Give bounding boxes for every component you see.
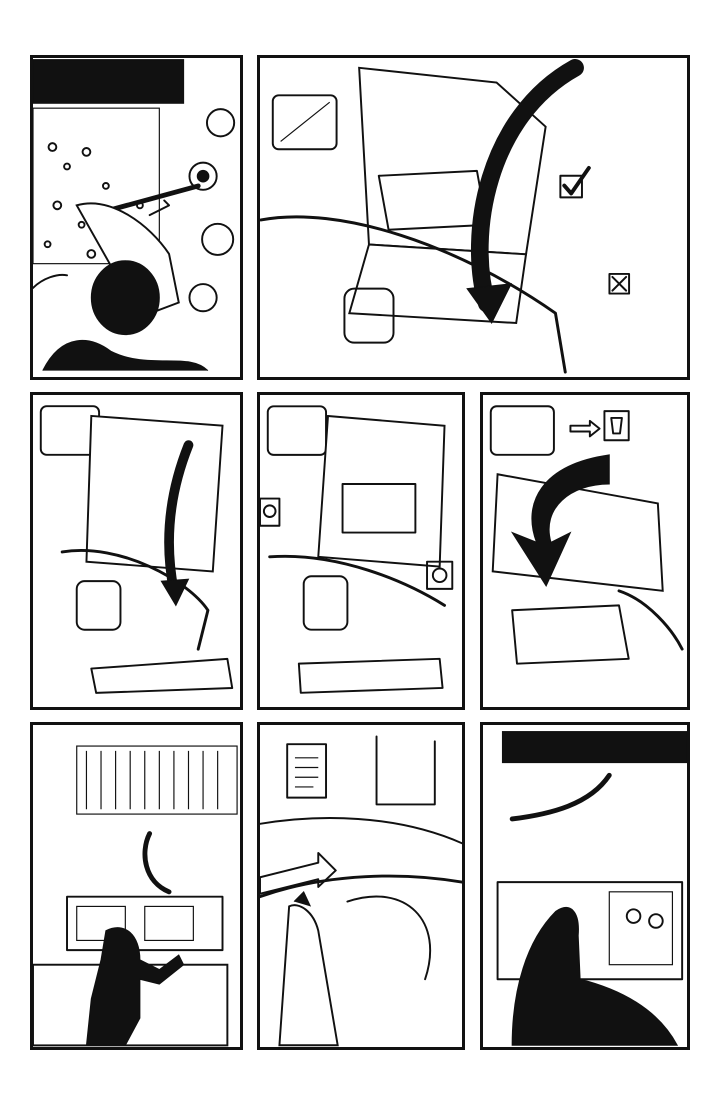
machine-top <box>491 473 664 592</box>
panel-1 <box>30 55 243 380</box>
conveyor-belt <box>260 874 462 899</box>
machine-hood <box>358 66 547 256</box>
panel-6 <box>30 722 243 1050</box>
checkbox-checked-icon <box>559 174 583 199</box>
panel-2-drawing <box>260 58 631 374</box>
checkbox-crossed-icon <box>608 272 631 295</box>
tape-reel-sign-icon <box>260 497 281 527</box>
panel-4-drawing <box>260 405 454 694</box>
panel-5 <box>480 392 690 710</box>
clipboard-icon <box>286 743 328 799</box>
machine-base <box>348 243 528 325</box>
roller <box>343 287 395 344</box>
left-arrow-icon <box>33 273 68 289</box>
round-dial <box>205 108 236 138</box>
panel-3 <box>30 392 243 710</box>
operator-silhouette-icon <box>85 927 185 1046</box>
panel-8 <box>480 722 690 1050</box>
machine-frame <box>341 483 417 534</box>
conveyor-belt <box>60 549 210 651</box>
operator-head-icon <box>90 260 160 336</box>
ceiling-vent <box>501 731 687 764</box>
belt-curve <box>346 895 431 981</box>
panel-5-drawing <box>489 405 684 665</box>
big-curved-arrow-icon <box>470 58 584 313</box>
monitor-inset-icon <box>266 405 328 456</box>
curved-arrow-icon <box>164 440 194 596</box>
panel-1-drawing <box>33 59 236 371</box>
bent-arrow-icon <box>510 454 610 587</box>
operator-shoulders <box>42 339 209 371</box>
pipe <box>509 772 612 822</box>
panel-3-drawing <box>39 405 234 694</box>
roller <box>75 580 122 631</box>
monitors-icon <box>66 895 224 952</box>
right-arrow-icon <box>569 419 601 438</box>
monitor-inset-icon <box>489 405 555 456</box>
panel-7-drawing <box>260 735 462 1047</box>
vent-hatching <box>85 750 219 810</box>
conveyor-belt <box>268 554 446 607</box>
panel-8-drawing <box>496 731 687 1046</box>
control-board <box>33 107 160 265</box>
paper-strip <box>90 657 234 694</box>
panel-2 <box>257 55 690 380</box>
cup-sign-icon <box>603 410 630 442</box>
ceiling-block <box>33 59 185 104</box>
roller-housing <box>511 604 630 665</box>
conveyor-belt <box>260 215 567 374</box>
machine-hood <box>317 414 446 568</box>
conveyor-belt <box>617 589 684 651</box>
wall-line <box>260 817 462 845</box>
conveyor-arrow-icon <box>260 852 337 895</box>
monitor-people-icon <box>496 881 684 981</box>
paper-strip <box>297 657 444 694</box>
ceiling-vent <box>76 745 238 815</box>
seated-silhouette-icon <box>511 907 679 1046</box>
machine-hood <box>85 414 224 573</box>
monitor-inset-icon <box>271 94 338 151</box>
door-frame <box>375 735 436 806</box>
hand-icon <box>278 904 339 1047</box>
panel-7 <box>257 722 465 1050</box>
panel-4 <box>257 392 465 710</box>
roller <box>302 575 349 631</box>
panel-6-drawing <box>33 745 238 1047</box>
pipe <box>142 831 172 895</box>
gear-sign-icon <box>426 560 454 590</box>
dial-icon <box>188 161 218 191</box>
arrow-icon <box>148 199 171 217</box>
